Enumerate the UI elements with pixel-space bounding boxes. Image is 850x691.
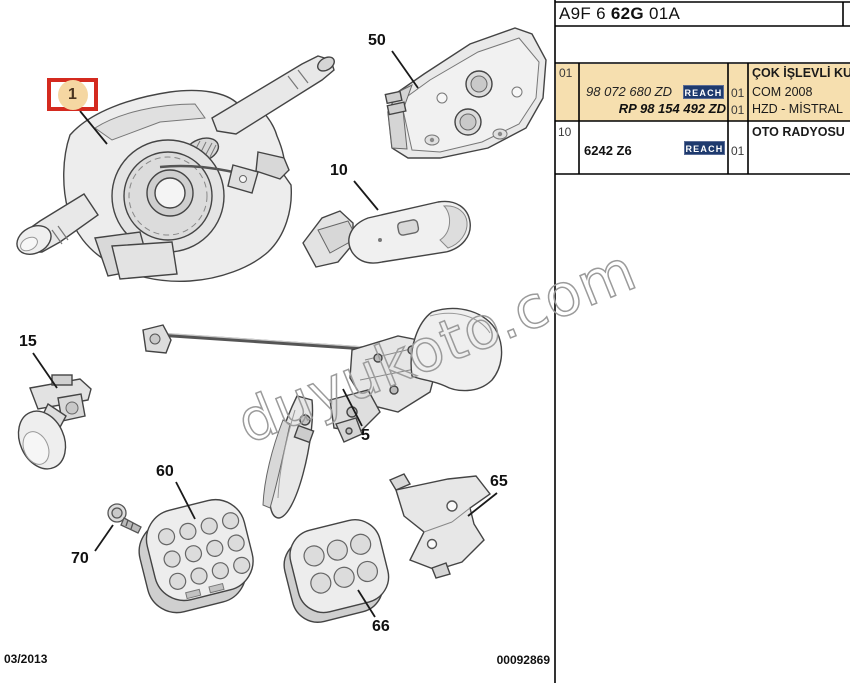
part-description-title: ÇOK İŞLEVLİ KU <box>752 66 850 80</box>
qty-value: 01 <box>731 86 745 100</box>
reach-badge[interactable]: REACH <box>684 141 725 155</box>
ref-number: 10 <box>558 125 572 139</box>
leader-lines <box>32 50 498 618</box>
callout-15[interactable]: 15 <box>19 333 37 350</box>
part-button-pad-12[interactable] <box>130 493 261 619</box>
code-suffix: 01A <box>643 4 681 23</box>
part-radio-stalk[interactable] <box>302 200 471 268</box>
footer-date: 03/2013 <box>4 652 48 666</box>
callout-60[interactable]: 60 <box>156 463 174 480</box>
qty-value: 01 <box>731 103 745 117</box>
part-bracket[interactable] <box>388 473 492 579</box>
part-button-pad-6[interactable] <box>277 514 396 627</box>
callout-5[interactable]: 5 <box>361 427 370 444</box>
alt-part-number[interactable]: RP 98 154 492 ZD <box>618 101 726 116</box>
callout-70[interactable]: 70 <box>71 550 89 567</box>
part-description-line: HZD - MİSTRAL <box>752 102 843 116</box>
callout-66[interactable]: 66 <box>372 618 390 635</box>
callout-10[interactable]: 10 <box>330 162 348 179</box>
part-stalk-switch[interactable] <box>10 374 92 476</box>
ref-number: 01 <box>559 66 573 80</box>
part-number[interactable]: 6242 Z6 <box>584 143 632 158</box>
code-bold: 62G <box>610 4 644 23</box>
part-number[interactable]: 98 072 680 ZD <box>586 84 673 99</box>
part-description-title: OTO RADYOSU <box>752 125 845 139</box>
watermark-text: duyukoto.com <box>228 235 646 457</box>
callout-50[interactable]: 50 <box>368 32 386 49</box>
callout-1-disc: 1 <box>57 79 88 110</box>
part-control-panel[interactable] <box>384 27 547 159</box>
callout-label: 1 <box>68 85 77 103</box>
code-prefix: A9F 6 <box>559 4 611 23</box>
part-com2008-switch-assembly[interactable] <box>12 54 337 283</box>
reach-badge[interactable]: REACH <box>683 85 724 99</box>
catalog-code-header: A9F 6 62G 01A <box>559 4 680 24</box>
part-paddle-assembly[interactable] <box>142 307 503 519</box>
panel-grid-lines <box>554 0 850 683</box>
part-screw[interactable] <box>107 503 142 534</box>
callout-1-selected[interactable]: 1 <box>47 78 98 111</box>
part-description-line: COM 2008 <box>752 85 813 99</box>
footer-doc-number: 00092869 <box>496 653 550 667</box>
qty-value: 01 <box>731 144 745 158</box>
callout-65[interactable]: 65 <box>490 473 508 490</box>
